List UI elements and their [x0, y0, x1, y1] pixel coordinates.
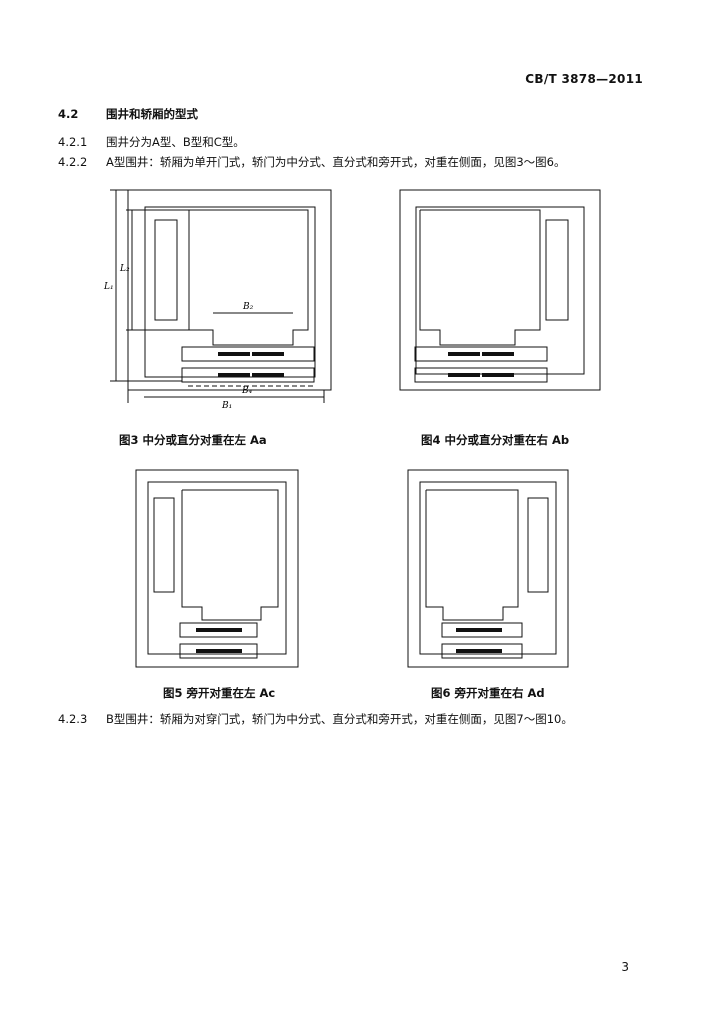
section-number: 4.2 [58, 107, 79, 121]
clause-text: B型围井：轿厢为对穿门式，轿门为中分式、直分式和旁开式，对重在侧面，见图7～图1… [106, 712, 573, 726]
landing-door-sill [181, 367, 315, 383]
dim-label-b1: B₁ [221, 401, 232, 411]
figure-6-caption: 图6 旁开对重在右 Ad [431, 686, 545, 700]
figure-3-caption: 图3 中分或直分对重在左 Aa [119, 433, 267, 447]
figure-6-diagram [407, 469, 569, 668]
dim-label-b2: B₂ [242, 302, 254, 312]
car-door-panel-left [218, 352, 250, 356]
clause-text: A型围井：轿厢为单开门式，轿门为中分式、直分式和旁开式，对重在侧面，见图3～图6… [106, 155, 566, 169]
car [188, 209, 309, 346]
landing-door-panel-right [252, 373, 284, 377]
section-title: 围井和轿厢的型式 [106, 107, 198, 121]
car-door-panel-right [252, 352, 284, 356]
shaft-inner-wall [144, 206, 316, 378]
page-number: 3 [621, 960, 629, 974]
standard-number: CB/T 3878—2011 [525, 72, 643, 86]
counterweight [154, 219, 178, 321]
dim-label-l2: L₂ [119, 264, 130, 274]
dim-label-l1: L₁ [103, 282, 114, 292]
section-heading: 4.2 围井和轿厢的型式 [58, 106, 198, 122]
clause-text: 围井分为A型、B型和C型。 [106, 135, 245, 149]
car-door-sill [181, 346, 315, 362]
dim-label-b4: B₄ [241, 386, 253, 396]
clause-4-2-3: 4.2.3 B型围井：轿厢为对穿门式，轿门为中分式、直分式和旁开式，对重在侧面，见… [58, 711, 573, 727]
landing-door-panel-left [218, 373, 250, 377]
figure-4-diagram [399, 189, 601, 391]
clause-4-2-2: 4.2.2 A型围井：轿厢为单开门式，轿门为中分式、直分式和旁开式，对重在侧面，见… [58, 154, 566, 170]
shaft-outer-wall [127, 189, 332, 391]
figure-4-caption: 图4 中分或直分对重在右 Ab [421, 433, 570, 447]
clause-number: 4.2.2 [58, 155, 88, 169]
clause-4-2-1: 4.2.1 围井分为A型、B型和C型。 [58, 134, 245, 150]
clause-number: 4.2.1 [58, 135, 88, 149]
figure-5-caption: 图5 旁开对重在左 Ac [163, 686, 276, 700]
figure-5-diagram [135, 469, 299, 668]
clause-number: 4.2.3 [58, 712, 88, 726]
figure-3-diagram: L₁ L₂ B₂ B₄ B₁ [103, 189, 332, 411]
